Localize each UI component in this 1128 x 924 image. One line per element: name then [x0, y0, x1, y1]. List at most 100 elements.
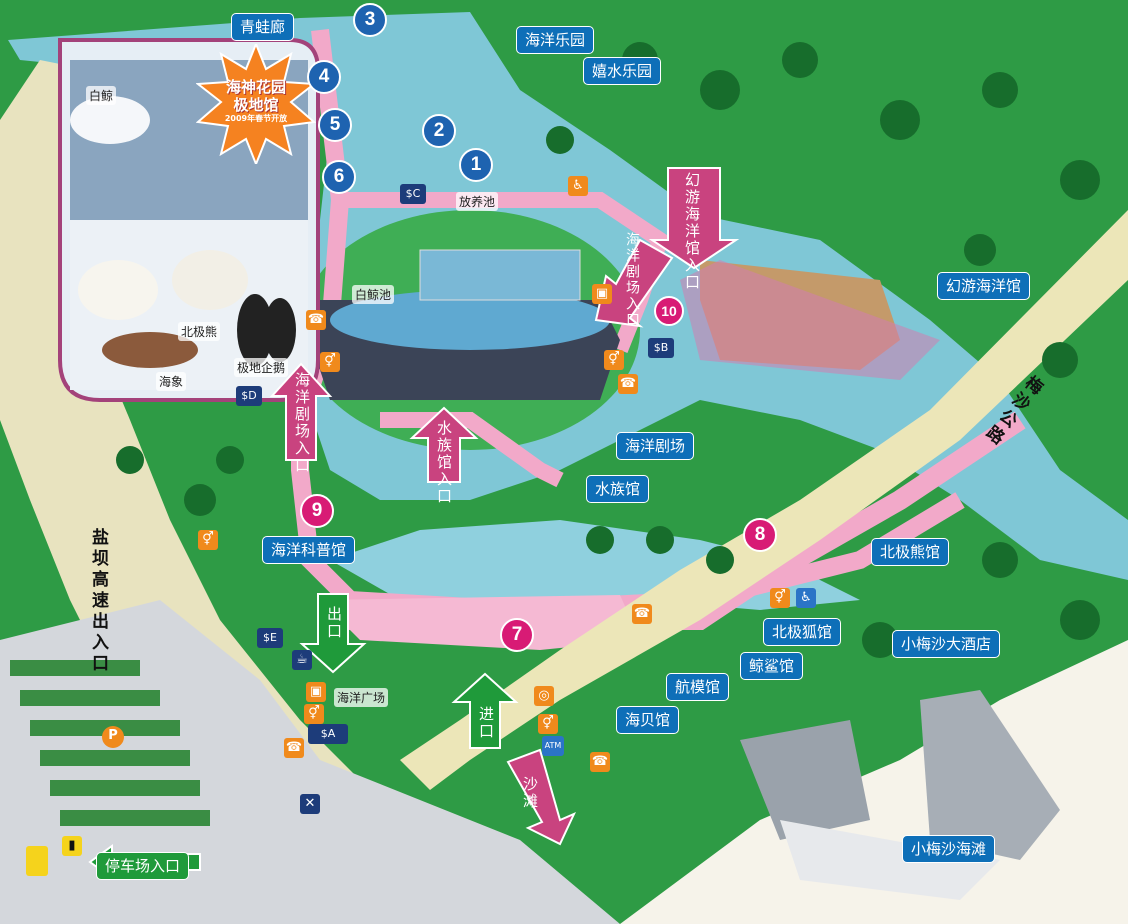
atm-icon-a[interactable]: $A: [308, 724, 348, 744]
walrus-shape: [102, 332, 198, 368]
plaza-field: [320, 595, 640, 650]
marker-3[interactable]: 3: [353, 3, 387, 37]
marker-8[interactable]: 8: [743, 518, 777, 552]
text-huanyou-entrance: 幻游海洋馆入口: [683, 172, 701, 291]
arrow-juchang-entrance-right: [594, 238, 674, 328]
label-haitan[interactable]: 小梅沙海滩: [902, 835, 996, 863]
parking-lot: [0, 600, 620, 924]
theatre-path: [380, 412, 564, 488]
label-tingchechang[interactable]: 停车场入口: [96, 852, 190, 880]
marker-1[interactable]: 1: [459, 148, 493, 182]
penguin-shape: [237, 294, 273, 366]
parking-icon[interactable]: P: [102, 726, 124, 748]
marker-6[interactable]: 6: [322, 160, 356, 194]
beluga-pool: [419, 249, 581, 301]
inset-label-beijixiong: 北极熊: [178, 322, 221, 341]
atm-c-letter: C: [412, 187, 421, 200]
atm-icon-d[interactable]: $D: [236, 386, 262, 406]
tag-fangyangchi: 放养池: [456, 192, 499, 211]
label-beijixiongguan[interactable]: 北极熊馆: [871, 538, 950, 566]
restroom-icon[interactable]: ⚥: [320, 352, 340, 372]
phone-icon[interactable]: ☎: [632, 604, 652, 624]
arrow-entry: [451, 672, 519, 749]
text-entry: 进口: [477, 706, 495, 740]
marker-4[interactable]: 4: [307, 60, 341, 94]
marker-7[interactable]: 7: [500, 618, 534, 652]
polar-bear-shape-1: [78, 260, 158, 320]
atm-a-letter: A: [327, 727, 336, 740]
label-jingshaguan[interactable]: 鲸鲨馆: [740, 652, 804, 680]
atm-b-letter: B: [660, 341, 669, 354]
tag-baijingchi: 白鲸池: [352, 285, 395, 304]
label-haiyang-leyuan[interactable]: 海洋乐园: [516, 26, 595, 54]
atm-icon-b[interactable]: $B: [648, 338, 674, 358]
marker-10[interactable]: 10: [654, 296, 684, 326]
label-haibeiguan[interactable]: 海贝馆: [616, 706, 680, 734]
souvenir-icon[interactable]: ▣: [592, 284, 612, 304]
label-huanyou-haiyangguan[interactable]: 幻游海洋馆: [937, 272, 1031, 300]
inset-label-baijing: 白鲸: [86, 86, 117, 105]
beluga-shape: [70, 96, 150, 144]
label-haiyang-kepuguan[interactable]: 海洋科普馆: [262, 536, 356, 564]
atm-e-letter: E: [270, 631, 277, 644]
arrow-exit: [299, 593, 367, 674]
label-hangmoguan[interactable]: 航模馆: [666, 673, 730, 701]
arrow-juchang-entrance-left: [269, 362, 333, 461]
restaurant-icon[interactable]: ✕: [300, 794, 320, 814]
phone-icon[interactable]: ☎: [284, 738, 304, 758]
phone-icon[interactable]: ☎: [618, 374, 638, 394]
restroom-icon[interactable]: ⚥: [770, 588, 790, 608]
text-juchang-entrance-left: 海洋剧场入口: [293, 372, 311, 474]
polar-bear-shape-2: [172, 250, 248, 310]
burst-line-1: 海神花园: [225, 78, 286, 96]
phone-icon[interactable]: ☎: [306, 310, 326, 330]
restroom-icon[interactable]: ⚥: [538, 714, 558, 734]
theatre-pool: [330, 290, 610, 350]
text-beach: 沙滩: [521, 776, 539, 810]
ticket-icon[interactable]: ▮: [62, 836, 82, 856]
marker-5[interactable]: 5: [318, 108, 352, 142]
opening-burst: [196, 44, 316, 164]
label-haiyang-juchang[interactable]: 海洋剧场: [616, 432, 695, 460]
label-xishui-leyuan[interactable]: 嬉水乐园: [583, 57, 662, 85]
burst-line-2: 极地馆: [233, 96, 279, 114]
arrow-beach: [506, 748, 577, 846]
camera-icon[interactable]: ◎: [534, 686, 554, 706]
text-shuizu-entrance: 水族馆入口: [435, 420, 453, 505]
burst-line-3: 2009年春节开放: [224, 114, 288, 123]
parking-rows: [10, 660, 210, 826]
road-label-yanba: 盐坝高速出入口: [88, 528, 108, 675]
atm-icon-e[interactable]: $E: [257, 628, 283, 648]
arrow-shuizu-entrance: [409, 406, 479, 483]
atm-machine-icon[interactable]: ATM: [542, 736, 564, 756]
text-juchang-entrance-right: 海洋剧场入口: [624, 232, 640, 328]
atm-d-letter: D: [248, 389, 257, 402]
label-jiudian[interactable]: 小梅沙大酒店: [892, 630, 1001, 658]
road-meisha: [400, 210, 1128, 790]
inset-label-haixiang: 海象: [156, 372, 187, 391]
label-qingwalang[interactable]: 青蛙廊: [231, 13, 295, 41]
toll-booth-icon: [26, 846, 48, 876]
inset-label-qie: 极地企鹅: [234, 358, 289, 377]
aquarium-plaza: [680, 260, 940, 380]
cafe-icon[interactable]: ☕: [292, 650, 312, 670]
tag-haiyang-guangchang: 海洋广场: [334, 688, 389, 707]
text-exit: 出口: [325, 606, 343, 640]
restroom-icon[interactable]: ⚥: [604, 350, 624, 370]
souvenir-icon[interactable]: ▣: [306, 682, 326, 702]
penguin-shape-2: [264, 298, 296, 362]
atm-icon-c[interactable]: $C: [400, 184, 426, 204]
marker-9[interactable]: 9: [300, 494, 334, 528]
restroom-icon[interactable]: ♿: [568, 176, 588, 196]
marker-2[interactable]: 2: [422, 114, 456, 148]
hotel-tower-right: [920, 690, 1060, 860]
wheelchair-icon[interactable]: ♿: [796, 588, 816, 608]
label-beijihuguan[interactable]: 北极狐馆: [763, 618, 842, 646]
hotel-tower-left: [740, 720, 870, 840]
hotel-base: [780, 820, 1000, 900]
restroom-icon[interactable]: ⚥: [198, 530, 218, 550]
phone-icon[interactable]: ☎: [590, 752, 610, 772]
restroom-icon[interactable]: ⚥: [304, 704, 324, 724]
label-shuizuguan[interactable]: 水族馆: [586, 475, 650, 503]
